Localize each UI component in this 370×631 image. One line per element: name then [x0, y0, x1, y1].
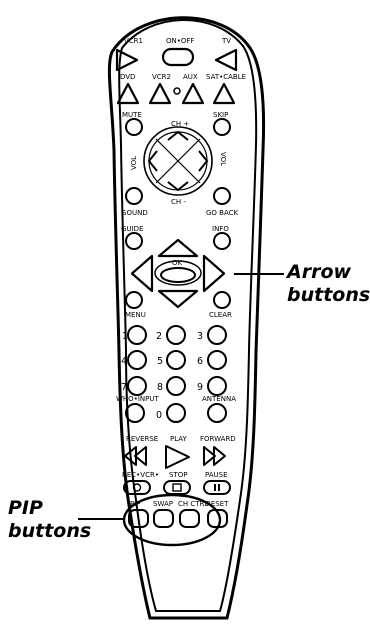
rec-label: REC•VCR• — [122, 471, 159, 479]
arrow-callout-line-2: buttons — [287, 284, 370, 307]
on-off-label: ON•OFF — [166, 37, 194, 45]
digit-0-label: 0 — [156, 410, 162, 421]
vcr2-label: VCR2 — [152, 73, 171, 81]
forward-label: FORWARD — [200, 435, 236, 443]
stop-label: STOP — [169, 471, 187, 479]
ok-label: OK — [172, 259, 183, 267]
antenna-label: ANTENNA — [202, 395, 236, 403]
swap-label: SWAP — [153, 500, 173, 508]
pip-buttons-callout: PIP buttons — [8, 497, 91, 543]
tv-label: TV — [221, 37, 231, 45]
mute-label: MUTE — [122, 111, 142, 119]
pause-label: PAUSE — [205, 471, 228, 479]
dvd-label: DVD — [120, 73, 135, 81]
digit-6-label: 6 — [197, 356, 203, 367]
vol-left-label: VOL — [130, 156, 138, 170]
guide-label: GUIDE — [121, 225, 143, 233]
info-label: INFO — [212, 225, 229, 233]
sound-label: SOUND — [122, 209, 148, 217]
arrow-buttons-callout: Arrow buttons — [287, 261, 370, 307]
digit-9-label: 9 — [197, 382, 203, 393]
skip-label: SKIP — [213, 111, 228, 119]
sat-cable-label: SAT•CABLE — [206, 73, 246, 81]
vcr1-label: VCR1 — [124, 37, 143, 45]
pip-callout-line-1: PIP — [8, 497, 91, 520]
go-back-label: GO BACK — [206, 209, 239, 217]
clear-label: CLEAR — [209, 311, 232, 319]
arrow-callout-line-1: Arrow — [287, 261, 370, 284]
aux-label: AUX — [183, 73, 198, 81]
who-input-label: WHO•INPUT — [116, 395, 159, 403]
pip-callout-line-2: buttons — [8, 520, 91, 543]
ch-minus-label: CH - — [171, 198, 186, 206]
digit-7-label: 7 — [121, 382, 127, 393]
digit-2-label: 2 — [156, 331, 162, 342]
digit-8-label: 8 — [157, 382, 163, 393]
digit-3-label: 3 — [197, 331, 203, 342]
menu-label: MENU — [125, 311, 146, 319]
reverse-label: REVERSE — [126, 435, 158, 443]
play-label: PLAY — [170, 435, 188, 443]
vol-right-label: VOL — [219, 152, 227, 166]
digit-4-label: 4 — [121, 356, 127, 367]
digit-5-label: 5 — [157, 356, 163, 367]
